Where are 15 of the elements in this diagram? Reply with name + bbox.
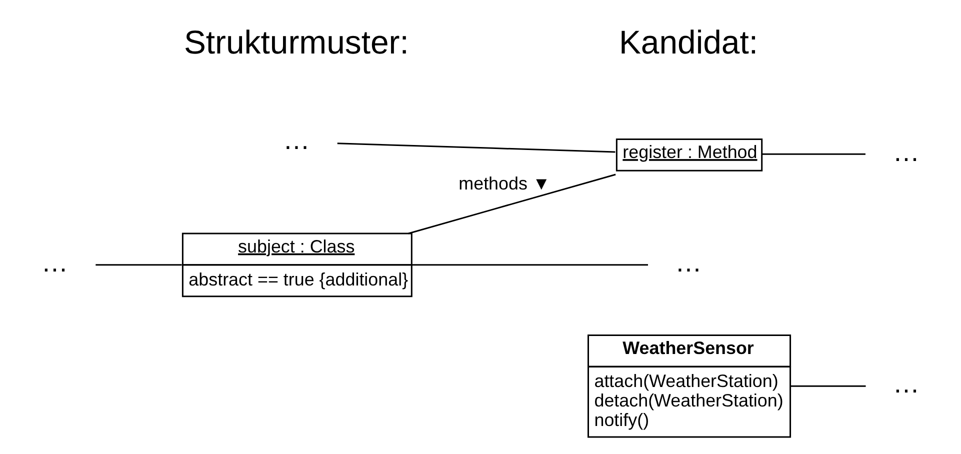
node-text: … <box>41 247 68 277</box>
connector <box>408 173 616 234</box>
connector <box>337 142 616 152</box>
connector <box>762 152 866 154</box>
node-text: … <box>282 124 310 154</box>
connector <box>790 384 866 386</box>
label: Kandidat: <box>618 22 758 60</box>
label: Strukturmuster: <box>184 22 409 60</box>
connector <box>410 264 648 266</box>
node-text: … <box>675 247 702 277</box>
node-text: … <box>892 368 920 398</box>
node-text: … <box>892 136 920 166</box>
node-box: register : Method <box>616 138 763 171</box>
edge-label: methods ▼ <box>458 172 550 193</box>
connector <box>96 264 182 266</box>
